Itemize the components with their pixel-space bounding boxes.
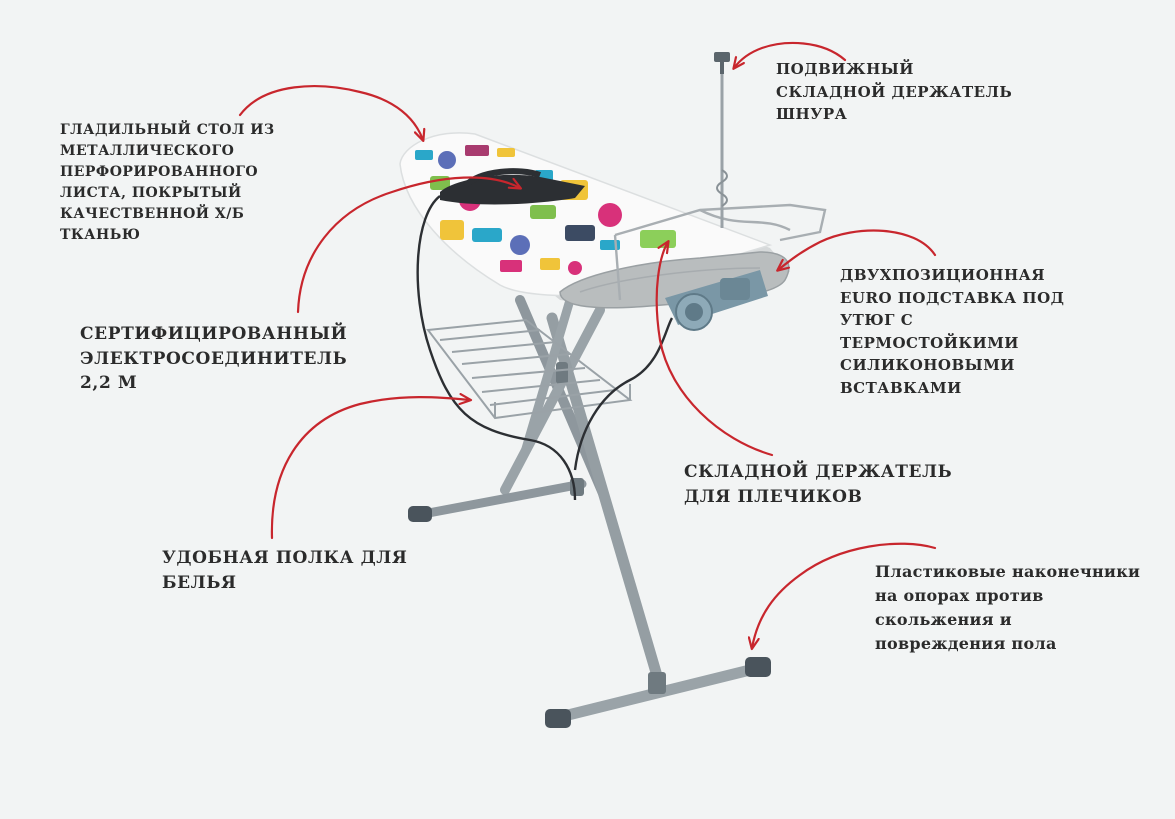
foot-cap [745,657,771,677]
curved-arrow-icon [734,41,847,68]
annotation-line: ПЕРФОРИРОВАННОГО [60,164,259,180]
annotation-feet-tips: Пластиковые наконечники на опорах против… [875,560,1140,656]
annotation-line: EURO ПОДСТАВКА ПОД [840,288,1065,307]
annotation-board-top: ГЛАДИЛЬНЫЙ СТОЛ ИЗ МЕТАЛЛИЧЕСКОГО ПЕРФОР… [60,120,275,246]
annotation-iron-rest: ДВУХПОЗИЦИОННАЯ EURO ПОДСТАВКА ПОД УТЮГ … [840,264,1065,399]
annotation-line: ЭЛЕКТРОСОЕДИНИТЕЛЬ [80,348,348,369]
board-frame [413,295,764,724]
annotation-line: ЛИСТА, ПОКРЫТЫЙ [60,185,242,201]
steam-iron-icon [440,168,585,205]
frame-leg [500,305,605,495]
foot-cap [545,709,571,728]
frame-foot-bar [413,479,587,520]
annotation-line: ШНУРА [776,105,848,123]
annotation-line: БЕЛЬЯ [162,572,237,593]
annotation-line: на опорах против [875,586,1044,605]
annotation-line: СКЛАДНОЙ ДЕРЖАТЕЛЬ [684,462,953,482]
annotation-line: СЕРТИФИЦИРОВАННЫЙ [80,324,348,344]
annotation-line: ТКАНЬЮ [60,227,141,243]
frame-hinge [556,362,568,384]
annotation-line: СКЛАДНОЙ ДЕРЖАТЕЛЬ [776,82,1013,101]
annotation-cord-holder: ПОДВИЖНЫЙ СКЛАДНОЙ ДЕРЖАТЕЛЬ ШНУРА [776,58,1012,126]
frame-leg [546,312,666,692]
curved-arrow-icon [238,85,423,140]
curved-arrow-icon [778,229,937,270]
curved-arrow-icon [655,242,774,457]
cord-holder [714,52,730,228]
annotation-line: Пластиковые наконечники [875,562,1141,581]
hanger-holder [613,203,827,301]
annotation-line: 2,2 М [80,373,138,394]
annotation-linen-shelf: УДОБНАЯ ПОЛКА ДЛЯ БЕЛЬЯ [162,546,408,595]
annotation-hanger-holder: СКЛАДНОЙ ДЕРЖАТЕЛЬ ДЛЯ ПЛЕЧИКОВ [684,460,952,509]
curved-arrow-icon [270,397,470,540]
annotation-line: КАЧЕСТВЕННОЙ Х/Б [60,206,245,222]
annotation-arrows [238,41,937,648]
curved-arrow-icon [296,176,520,314]
annotation-line: СИЛИКОНОВЫМИ [840,356,1015,374]
annotation-power-socket: СЕРТИФИЦИРОВАННЫЙ ЭЛЕКТРОСОЕДИНИТЕЛЬ 2,2… [80,322,347,396]
curved-arrow-icon [752,542,937,648]
foot-cap [408,506,432,522]
power-socket [665,270,768,331]
annotation-line: ДВУХПОЗИЦИОННАЯ [840,266,1046,284]
frame-hinge [648,672,666,694]
annotation-line: ТЕРМОСТОЙКИМИ [840,333,1019,352]
frame-leg [520,295,575,457]
foot-caps [408,506,771,728]
annotation-line: УТЮГ С [840,311,914,329]
annotation-line: повреждения пола [875,634,1057,653]
annotation-line: ПОДВИЖНЫЙ [776,60,914,78]
annotation-line: МЕТАЛЛИЧЕСКОГО [60,143,235,159]
annotation-line: ГЛАДИЛЬНЫЙ СТОЛ ИЗ [60,122,275,138]
annotation-line: ВСТАВКАМИ [840,378,962,397]
annotation-line: УДОБНАЯ ПОЛКА ДЛЯ [162,548,408,568]
linen-shelf [426,318,633,420]
annotation-line: скольжения и [875,610,1012,629]
annotation-line: ДЛЯ ПЛЕЧИКОВ [684,486,863,507]
